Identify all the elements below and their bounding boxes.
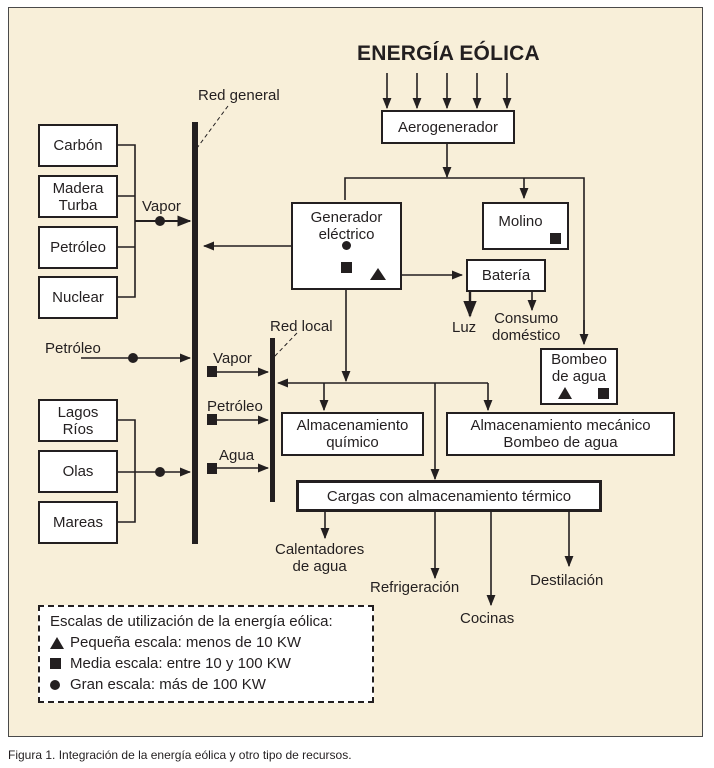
node-nuclear: Nuclear	[38, 276, 118, 319]
label-vapor-local: Vapor	[213, 350, 252, 367]
figure-caption: Figura 1. Integración de la energía eóli…	[8, 748, 352, 762]
label-consumo-domestico: Consumo doméstico	[492, 310, 561, 344]
red-local-leader	[273, 332, 298, 358]
small-scale-triangle	[558, 387, 572, 399]
node-olas: Olas	[38, 450, 118, 493]
medium-scale-square	[598, 388, 609, 399]
small-scale-triangle	[370, 268, 386, 280]
medium-scale-square	[207, 366, 217, 377]
legend-item-large: Gran escala: más de 100 KW	[50, 674, 362, 695]
node-almacenamiento-mecanico: Almacenamiento mecánico Bombeo de agua	[446, 412, 675, 456]
red-general-bus	[192, 122, 198, 544]
large-scale-dot	[155, 216, 165, 226]
label-refrigeracion: Refrigeración	[370, 579, 460, 596]
node-bombeo-label: Bombeo de agua	[551, 351, 607, 385]
legend-item-medium: Media escala: entre 10 y 100 KW	[50, 653, 362, 674]
label-petroleo-input: Petróleo	[45, 340, 101, 357]
red-general-leader	[196, 105, 229, 149]
medium-scale-square	[341, 262, 352, 273]
label-red-local: Red local	[270, 318, 333, 335]
label-petroleo-local: Petróleo	[207, 398, 263, 415]
connector	[117, 144, 136, 298]
label-luz: Luz	[452, 319, 477, 336]
legend-item-small: Pequeña escala: menos de 10 KW	[50, 632, 362, 653]
label-vapor-general: Vapor	[142, 198, 181, 215]
node-petroleo: Petróleo	[38, 226, 118, 269]
large-scale-dot	[128, 353, 138, 363]
medium-scale-square	[207, 463, 217, 474]
large-scale-dot	[155, 467, 165, 477]
node-lagos-rios: Lagos Ríos	[38, 399, 118, 442]
node-carbon: Carbón	[38, 124, 118, 167]
node-mareas: Mareas	[38, 501, 118, 544]
diagram-title: ENERGÍA EÓLICA	[357, 42, 540, 65]
legend-item-label: Pequeña escala: menos de 10 KW	[70, 634, 301, 651]
label-red-general: Red general	[198, 87, 280, 104]
medium-scale-square	[550, 233, 561, 244]
label-agua-local: Agua	[219, 447, 255, 464]
label-calentadores-de-agua: Calentadores de agua	[275, 541, 365, 575]
legend-item-label: Gran escala: más de 100 KW	[70, 676, 266, 693]
large-scale-dot	[342, 241, 351, 250]
red-local-bus	[270, 338, 275, 502]
legend-box: Escalas de utilización de la energía eól…	[38, 605, 374, 703]
connector	[344, 177, 585, 340]
node-molino-label: Molino	[498, 212, 543, 230]
legend-heading: Escalas de utilización de la energía eól…	[50, 613, 333, 630]
node-generador-label: Generador eléctrico	[310, 209, 383, 243]
node-aerogenerador: Aerogenerador	[381, 110, 515, 144]
square-icon	[50, 658, 61, 669]
triangle-icon	[50, 636, 64, 649]
node-madera-turba: Madera Turba	[38, 175, 118, 218]
connector	[117, 419, 136, 523]
node-cargas-almacenamiento-termico: Cargas con almacenamiento térmico	[296, 480, 602, 512]
label-destilacion: Destilación	[530, 572, 604, 589]
node-almacenamiento-quimico: Almacenamiento químico	[281, 412, 424, 456]
label-cocinas: Cocinas	[460, 610, 515, 627]
medium-scale-square	[207, 414, 217, 425]
circle-icon	[50, 679, 60, 690]
node-bateria: Batería	[466, 259, 546, 292]
legend-item-label: Media escala: entre 10 y 100 KW	[70, 655, 291, 672]
